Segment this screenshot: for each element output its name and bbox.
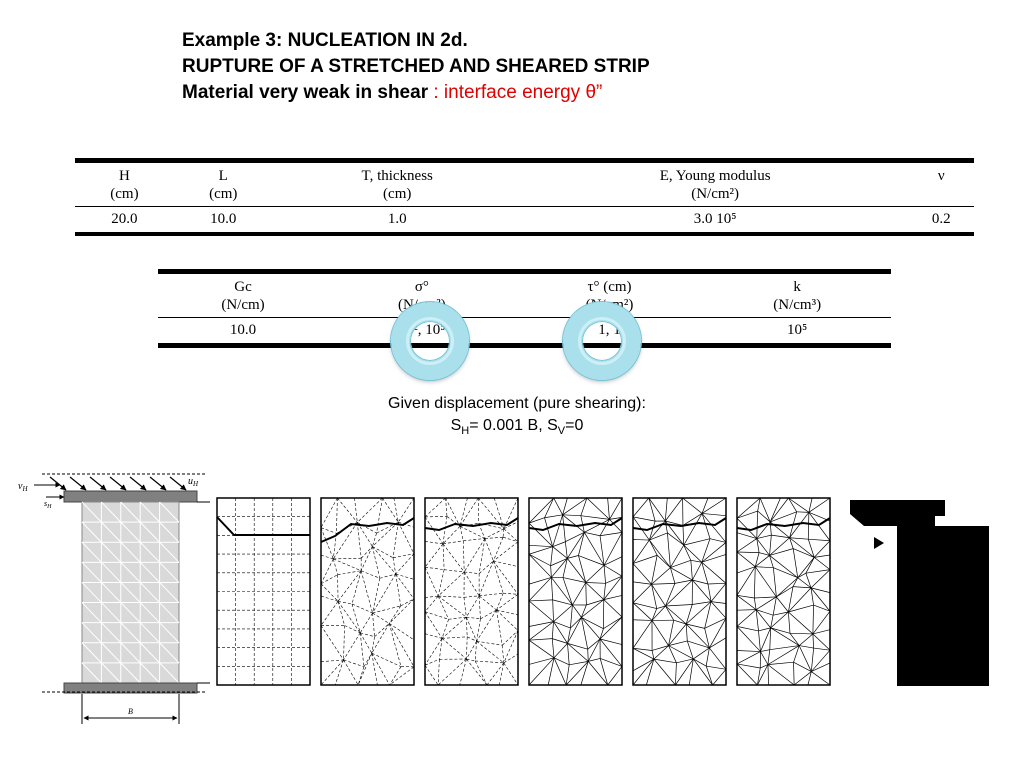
table2-header-k: k <box>793 279 801 295</box>
caption-sh-value: = 0.001 B, S <box>469 417 558 434</box>
table1-header-l: L <box>218 168 228 184</box>
crack-path <box>424 517 519 532</box>
mesh-panels <box>216 497 831 686</box>
mesh-panel-4 <box>528 497 623 686</box>
table1-unit-e: (N/cm²) <box>691 186 740 202</box>
table1-unit-h: (cm) <box>110 186 139 202</box>
title-line-1: Example 3: NUCLEATION IN 2d. <box>182 30 468 51</box>
uh-label: uH <box>188 476 199 488</box>
lower-strip-part <box>897 526 989 686</box>
detached-top-part <box>850 500 945 526</box>
table2-value-gc: 10.0 <box>158 317 329 346</box>
mesh-panel-1 <box>216 497 311 686</box>
displacement-caption: Given displacement (pure shearing): SH= … <box>340 393 694 442</box>
strip-schematic: B vH sH uH <box>18 473 210 724</box>
table1-value-h: 20.0 <box>75 206 174 234</box>
strip-mesh-lines <box>81 501 180 684</box>
table1-unit-t: (cm) <box>383 186 412 202</box>
sh-label: sH <box>44 499 52 510</box>
caption-line-1: Given displacement (pure shearing): <box>388 395 646 412</box>
title-line-3: Material very weak in shear : interface … <box>182 80 650 106</box>
table1-header-h: H <box>119 168 130 184</box>
deformed-strip-result <box>850 500 989 686</box>
slide-title: Example 3: NUCLEATION IN 2d. RUPTURE OF … <box>182 28 650 106</box>
table2-unit-k: (N/cm³) <box>773 297 822 313</box>
crack-path <box>216 516 310 536</box>
table1-header-nu: ν <box>937 168 945 184</box>
caption-sv-subscript: V <box>557 425 566 438</box>
table2-header-sigma: σ° <box>414 279 429 295</box>
crack-path <box>736 517 831 532</box>
table1-header-e: E, Young modulus <box>659 168 771 184</box>
caption-line-2: SH= 0.001 B, SV=0 <box>340 415 694 442</box>
geometry-parameters-table: H L T, thickness E, Young modulus ν (cm)… <box>75 158 974 236</box>
table2-value-k: 10⁵ <box>703 317 891 346</box>
caption-sv-value: =0 <box>565 417 584 434</box>
table1-unit-l: (cm) <box>209 186 238 202</box>
table1-value-l: 10.0 <box>173 206 273 234</box>
mesh-panel-3 <box>424 497 519 686</box>
mesh-panel-5 <box>632 497 727 686</box>
table1-value-nu: 0.2 <box>908 206 974 234</box>
vh-label: vH <box>18 481 28 493</box>
mesh-panel-2 <box>320 497 415 686</box>
table1-value-e: 3.0 10⁵ <box>521 206 909 234</box>
table2-header-gc: Gc <box>234 279 252 295</box>
table1-header-t: T, thickness <box>361 168 433 184</box>
crack-path <box>632 517 727 532</box>
load-arrows <box>49 476 187 491</box>
table2-unit-gc: (N/cm) <box>221 297 265 313</box>
crack-path <box>320 517 415 543</box>
caption-sh-symbol: S <box>450 417 462 434</box>
mesh-panel-6 <box>736 497 831 686</box>
crack-path <box>528 517 623 532</box>
table1-value-t: 1.0 <box>272 206 522 234</box>
caption-sh-subscript: H <box>461 425 470 438</box>
bottom-plate <box>63 682 198 694</box>
width-label: B <box>128 707 133 716</box>
title-line-2: RUPTURE OF A STRETCHED AND SHEARED STRIP <box>182 56 650 77</box>
title-line-3-red: : interface energy θ” <box>428 82 603 103</box>
top-plate <box>63 490 198 503</box>
table2-header-tau: τ° (cm) <box>587 279 632 295</box>
title-line-3-black: Material very weak in shear <box>182 82 429 103</box>
crack-indicator-arrow <box>874 537 884 549</box>
